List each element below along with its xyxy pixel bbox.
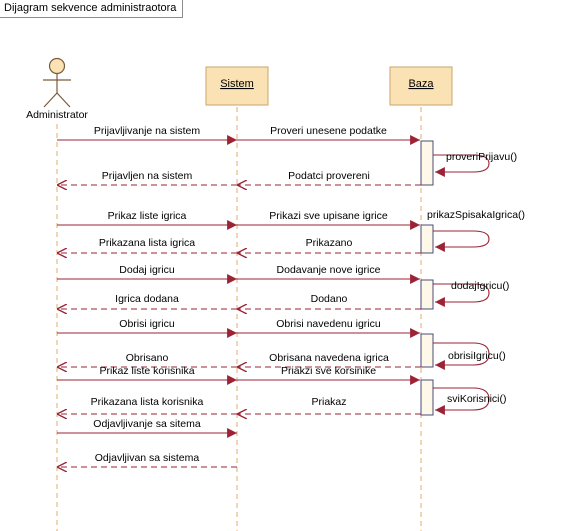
call-message-label: Dodavanje nove igrice (277, 264, 381, 276)
return-message-label: Obrisana navedena igrica (269, 352, 389, 364)
activation-bar-baza (420, 224, 434, 254)
call-message-label: Prijavljivanje na sistem (94, 125, 200, 137)
self-message-arrow (433, 230, 490, 252)
self-message-label: proveriPrijavu() (446, 151, 517, 163)
call-message-label: Prikaz liste igrica (108, 210, 187, 222)
self-message-label: dodajIgricu() (451, 280, 509, 292)
call-message-label: Proveri unesene podatke (270, 125, 387, 137)
actor-icon (43, 57, 71, 108)
object-box-sistem (205, 66, 269, 106)
return-message-label: Prikazano (306, 237, 353, 249)
return-message-label: Prikazana lista korisnika (91, 396, 204, 408)
self-message-arrow (433, 342, 490, 370)
activation-bar-baza (420, 140, 434, 186)
activation-bar-baza (420, 333, 434, 368)
return-message-label: Priakaz (311, 396, 346, 408)
self-message-arrow (433, 387, 490, 415)
return-message-label: Obrisano (126, 352, 169, 364)
self-message-arrow (433, 283, 490, 307)
call-message-label: Prikaz liste korisnika (99, 365, 194, 377)
return-message-label: Podatci provereni (288, 170, 370, 182)
call-message-label: Priakzi sve korsinike (281, 365, 376, 377)
call-message-label: Obrisi navedenu igricu (276, 318, 381, 330)
return-message-label: Igrica dodana (115, 293, 179, 305)
object-label-sistem: Sistem (220, 78, 254, 90)
diagram-title: Dijagram sekvence administraotora (0, 0, 184, 18)
call-message-label: Prikazi sve upisane igrice (269, 210, 388, 222)
self-message-label: obrisiIgricu() (448, 350, 506, 362)
call-message-label: Dodaj igricu (119, 264, 175, 276)
return-message-label: Prikazana lista igrica (99, 237, 195, 249)
self-message-label: prikazSpisakaIgrica() (427, 209, 525, 221)
return-message-label: Prijavljen na sistem (102, 170, 193, 182)
activation-bar-baza (420, 379, 434, 416)
actor-label: Administrator (26, 109, 88, 121)
call-message-label: Obrisi igricu (119, 318, 175, 330)
return-message-label: Dodano (311, 293, 348, 305)
return-message-label: Odjavljivan sa sistema (95, 452, 200, 464)
object-label-baza: Baza (408, 78, 434, 90)
activation-bar-baza (420, 279, 434, 310)
call-message-label: Odjavljivanje sa sitema (93, 418, 201, 430)
object-box-baza (389, 66, 453, 106)
self-message-arrow (433, 154, 490, 177)
self-message-label: sviKorisnici() (447, 393, 507, 405)
